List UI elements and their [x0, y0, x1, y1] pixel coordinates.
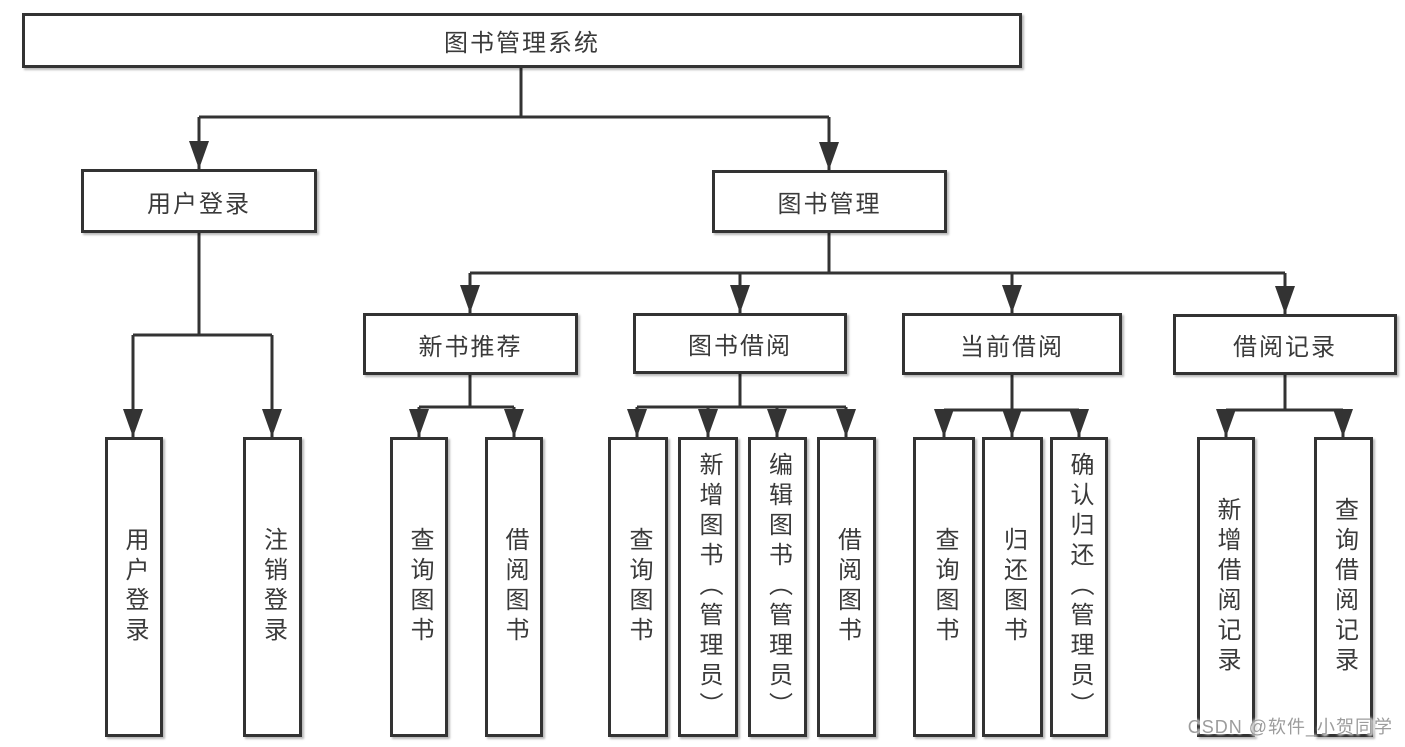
node-leaf-borrow-book-1: 借阅图书 — [485, 437, 543, 737]
tree-trunk-lines — [133, 68, 1343, 412]
node-leaf-query-record: 查询借阅记录 — [1314, 437, 1373, 737]
node-leaf-logout: 注销登录 — [243, 437, 302, 737]
node-label: 查询图书 — [931, 527, 958, 647]
node-leaf-query-book-2: 查询图书 — [608, 437, 668, 737]
node-label: 用户登录 — [147, 190, 251, 218]
node-label: 编辑图书（管理员） — [764, 452, 792, 722]
node-leaf-query-book-3: 查询图书 — [913, 437, 975, 737]
node-label: 查询图书 — [625, 527, 652, 647]
node-leaf-confirm-return: 确认归还（管理员） — [1050, 437, 1108, 737]
node-label: 归还图书 — [999, 527, 1027, 647]
node-label: 注销登录 — [259, 527, 287, 647]
node-label: 确认归还（管理员） — [1066, 452, 1093, 722]
node-label: 查询图书 — [406, 527, 433, 647]
node-label: 图书管理 — [777, 191, 882, 218]
node-leaf-add-record: 新增借阅记录 — [1197, 437, 1255, 737]
node-label: 借阅记录 — [1233, 334, 1337, 361]
node-new-book-rec: 新书推荐 — [363, 313, 578, 375]
node-label: 图书管理系统 — [444, 30, 600, 57]
node-borrow-record: 借阅记录 — [1173, 314, 1397, 375]
node-leaf-add-book: 新增图书（管理员） — [678, 437, 738, 737]
node-label: 新增图书（管理员） — [695, 452, 722, 722]
node-current-borrow: 当前借阅 — [902, 313, 1122, 375]
node-user-login: 用户登录 — [81, 169, 317, 233]
node-leaf-borrow-book-2: 借阅图书 — [817, 437, 876, 737]
node-label: 当前借阅 — [960, 333, 1064, 361]
node-leaf-return-book: 归还图书 — [982, 437, 1043, 737]
node-book-mgmt: 图书管理 — [712, 170, 947, 233]
node-root: 图书管理系统 — [22, 13, 1022, 68]
node-leaf-user-login: 用户登录 — [105, 437, 163, 737]
node-label: 借阅图书 — [501, 527, 528, 647]
node-book-borrow: 图书借阅 — [633, 313, 847, 374]
watermark: CSDN @软件_小贺同学 — [1187, 717, 1393, 737]
node-label: 借阅图书 — [833, 527, 861, 647]
node-label: 图书借阅 — [688, 333, 792, 360]
node-label: 查询借阅记录 — [1330, 497, 1358, 677]
node-label: 新书推荐 — [418, 333, 523, 361]
node-label: 用户登录 — [121, 527, 148, 647]
node-leaf-edit-book: 编辑图书（管理员） — [748, 437, 807, 737]
node-leaf-query-book-1: 查询图书 — [390, 437, 448, 737]
node-label: 新增借阅记录 — [1213, 497, 1240, 677]
